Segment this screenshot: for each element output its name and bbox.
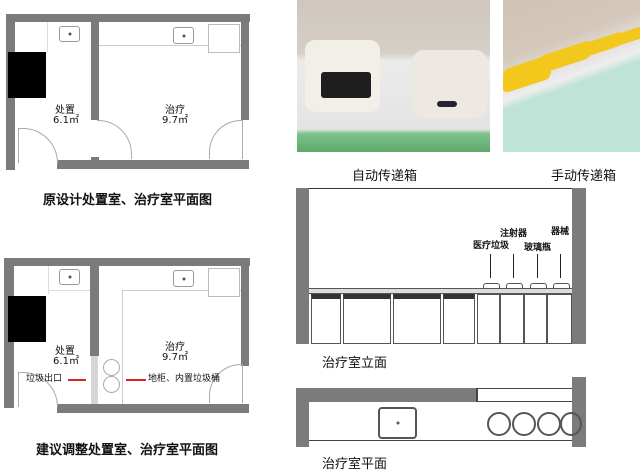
wall-bottom — [57, 160, 249, 169]
yellow-lid — [615, 25, 640, 47]
counter-line — [122, 290, 123, 404]
window-strip — [476, 388, 575, 402]
label-medical-waste: 医疗垃圾 — [473, 241, 510, 251]
counter-line — [122, 290, 241, 291]
arrow-right-icon — [126, 379, 146, 381]
wall-divider — [91, 14, 99, 120]
sink-icon — [59, 26, 80, 42]
wall-top-left — [296, 388, 476, 402]
label-glass-bottle: 玻璃瓶 — [524, 243, 552, 253]
cabinet-icon — [208, 24, 240, 53]
wall-left — [296, 388, 309, 447]
auto-bin-closed — [412, 50, 487, 118]
lid-instrument — [553, 283, 570, 289]
arrow-down-icon — [490, 254, 491, 278]
photo-auto-caption: 自动传递箱 — [352, 169, 418, 184]
cabinet-unit — [343, 294, 391, 344]
bin-icon — [103, 359, 120, 376]
sink-icon — [173, 270, 194, 287]
cabinet-unit — [547, 294, 572, 344]
auto-bin-open-interior — [321, 72, 371, 98]
room-treatment-name: 治疗 — [165, 342, 185, 353]
cabinet-unit — [477, 294, 500, 344]
wall-right — [241, 14, 249, 120]
bin-icon — [560, 412, 582, 436]
sink-icon — [173, 27, 194, 44]
plan-strip-caption: 治疗室平面 — [322, 457, 388, 472]
door-swing — [18, 128, 58, 163]
label-syringe: 注射器 — [500, 229, 528, 239]
wall-pass-through — [91, 356, 98, 404]
bin-icon — [103, 376, 120, 393]
bin-icon — [487, 412, 511, 436]
room-treatment-area: 9.7㎡ — [162, 352, 188, 363]
cabinet-unit — [443, 294, 475, 344]
counter-line — [48, 290, 90, 291]
cabinet-unit — [524, 294, 547, 344]
room-treatment-area: 9.7㎡ — [162, 115, 188, 126]
room-disposal-name: 处置 — [55, 105, 75, 116]
wall-top — [4, 258, 250, 266]
elevation-frame-top — [296, 188, 586, 189]
room-disposal-area: 6.1㎡ — [53, 356, 79, 367]
cabinet-unit — [311, 294, 341, 344]
photo-manual-pass-box — [503, 0, 640, 152]
bin-icon — [512, 412, 536, 436]
photo-manual-caption: 手动传递箱 — [551, 169, 617, 184]
counter-line — [99, 45, 241, 46]
arrow-down-icon — [513, 254, 514, 278]
room-disposal-area: 6.1㎡ — [53, 115, 79, 126]
elevation-drawing: 医疗垃圾 注射器 玻璃瓶 器械 — [290, 188, 600, 358]
annotation-waste-exit: 垃圾出口 — [26, 374, 63, 384]
countertop — [309, 288, 572, 294]
arrow-down-icon — [537, 254, 538, 278]
lid-syringe — [506, 283, 523, 289]
bin-icon — [537, 412, 561, 436]
wall-bottom — [57, 404, 249, 413]
equipment-block — [8, 296, 46, 342]
lid-glass-bottle — [530, 283, 547, 289]
door-swing — [209, 120, 243, 159]
plan-original: 处置 6.1㎡ 治疗 9.7㎡ 原设计处置室、治疗室平面图 — [0, 0, 260, 210]
sensor-icon — [437, 101, 457, 107]
photo-auto-pass-box — [297, 0, 490, 152]
room-treatment-name: 治疗 — [165, 105, 185, 116]
wall-divider — [90, 258, 99, 356]
cabinet-unit — [393, 294, 441, 344]
plan-strip-drawing — [290, 377, 610, 450]
counter-outline — [309, 402, 572, 441]
equipment-block — [8, 52, 46, 98]
door-swing — [97, 120, 132, 159]
lid-medical-waste — [483, 283, 500, 289]
wall-right — [241, 258, 249, 366]
annotation-cabinet-bin: 地柜、内置垃圾桶 — [148, 374, 221, 384]
wall-right — [572, 188, 586, 344]
elevation-caption: 治疗室立面 — [322, 356, 388, 371]
arrow-left-icon — [68, 379, 86, 381]
sink-icon — [59, 269, 80, 285]
cabinet-unit — [500, 294, 524, 344]
room-disposal-name: 处置 — [55, 346, 75, 357]
counter-line — [47, 22, 48, 52]
sink-icon — [378, 407, 417, 439]
cabinet-icon — [208, 268, 240, 297]
wall-top — [6, 14, 250, 22]
plan-suggested-caption: 建议调整处置室、治疗室平面图 — [36, 443, 219, 458]
label-instrument: 器械 — [551, 227, 570, 237]
plan-original-caption: 原设计处置室、治疗室平面图 — [43, 193, 213, 208]
arrow-down-icon — [560, 254, 561, 278]
plan-suggested: 处置 6.1㎡ 治疗 9.7㎡ 垃圾出口 地柜、内置垃圾桶 建议调整处置室、治疗… — [0, 250, 260, 472]
wall-bottom-stub — [91, 157, 99, 163]
wall-left — [296, 188, 309, 344]
counter-line — [48, 266, 49, 294]
